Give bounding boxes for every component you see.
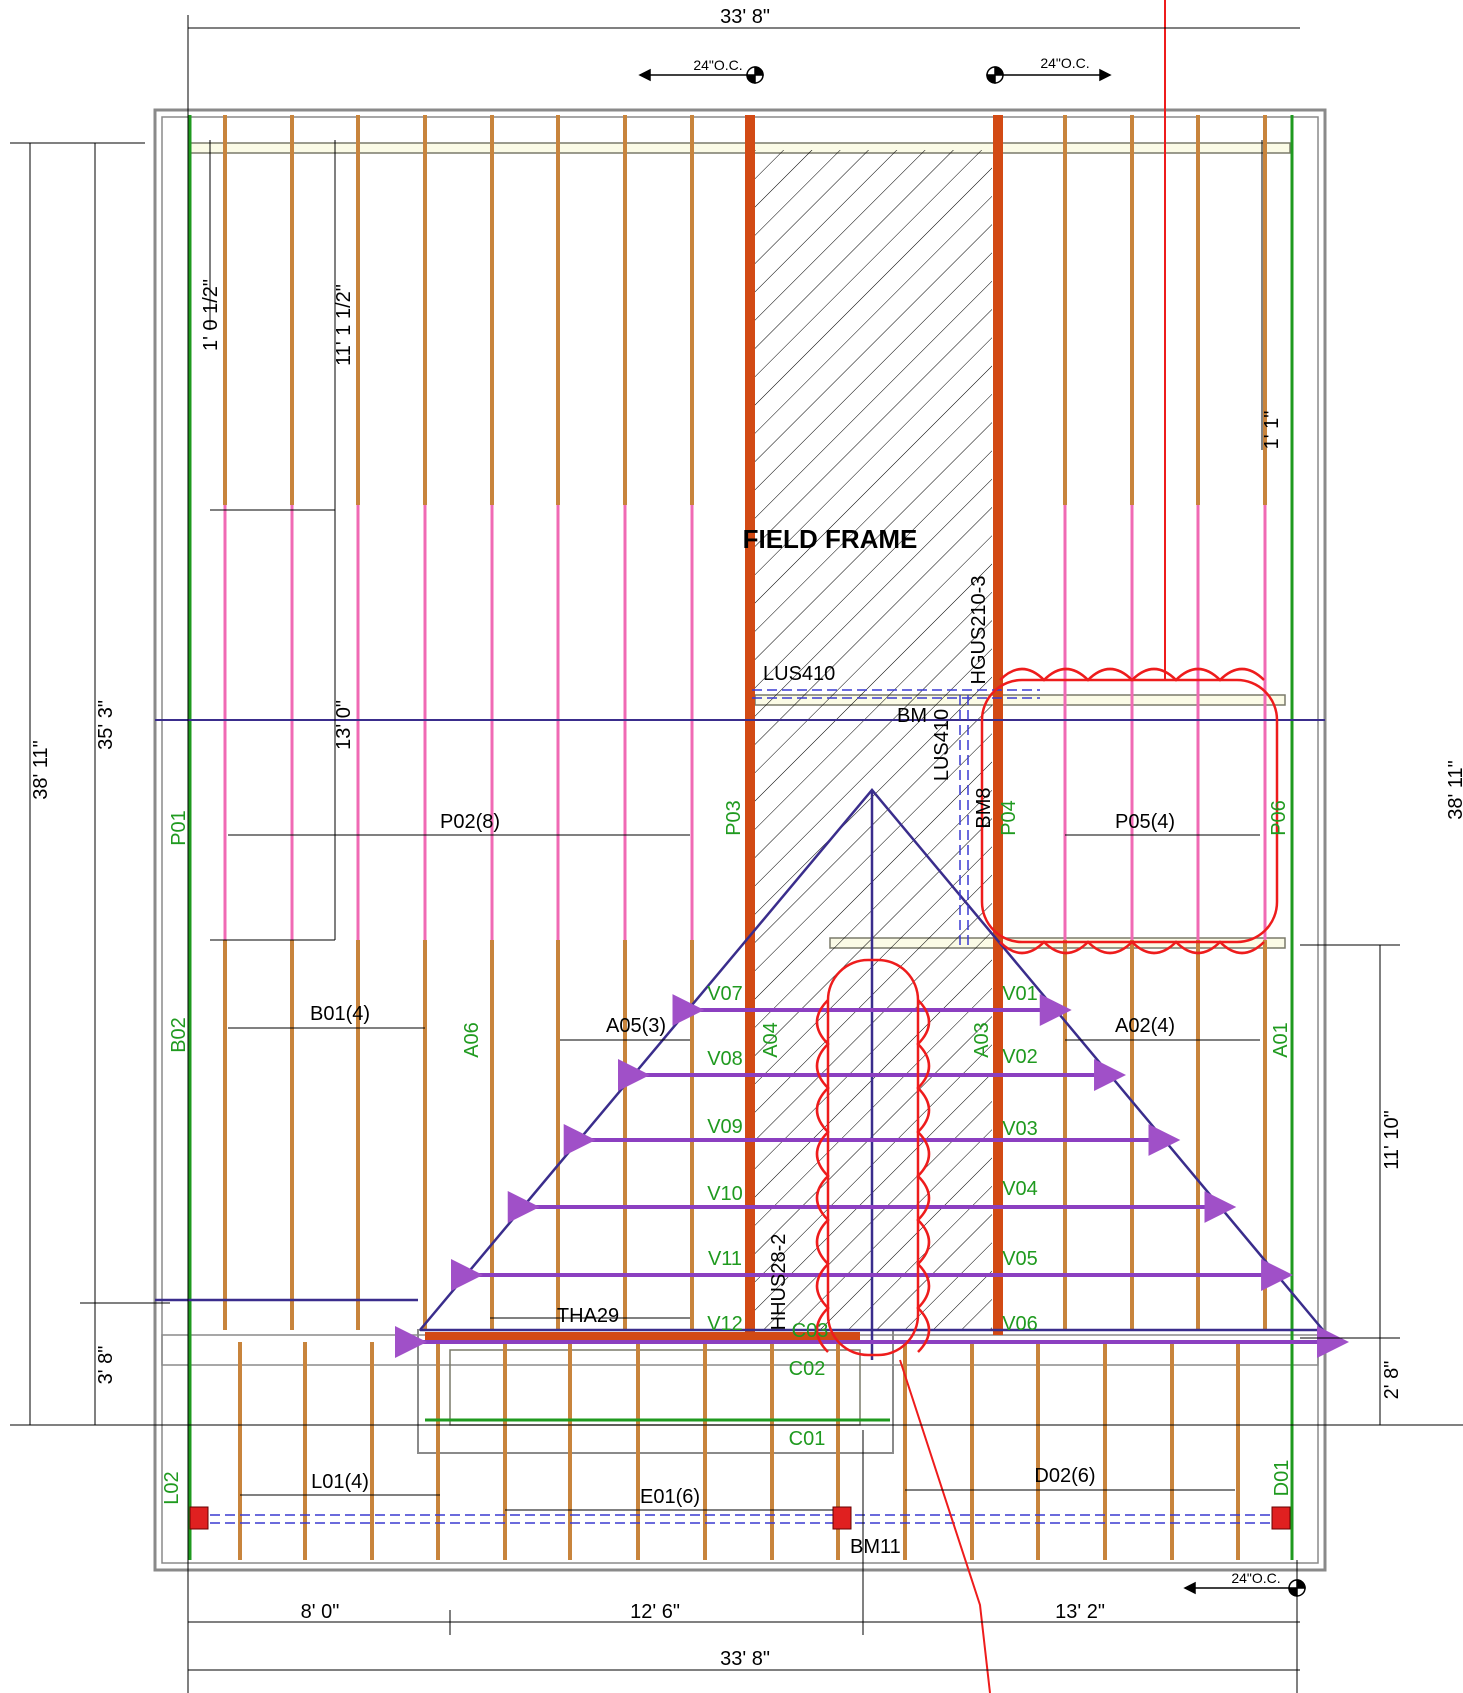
field-frame-label: FIELD FRAME: [743, 524, 918, 554]
spacing-top-right: 24"O.C.: [1040, 55, 1089, 71]
member-v10: V10: [707, 1183, 743, 1205]
member-v01: V01: [1002, 983, 1038, 1005]
group-d02: D02(6): [1034, 1465, 1095, 1487]
member-v02: V02: [1002, 1046, 1038, 1068]
member-v03: V03: [1002, 1118, 1038, 1140]
member-v08: V08: [707, 1048, 743, 1070]
member-v04: V04: [1002, 1178, 1038, 1200]
member-v06: V06: [1002, 1313, 1038, 1335]
left-bottom-dim: 3' 8": [95, 1346, 117, 1385]
group-a02: A02(4): [1115, 1015, 1175, 1037]
bottom-total-dim: 33' 8": [720, 1648, 770, 1670]
tha29-label: THA29: [557, 1305, 619, 1327]
top-total-dim: 33' 8": [720, 6, 770, 28]
member-p06: P06: [1268, 800, 1290, 836]
bm-label: BM: [897, 705, 927, 727]
member-c01: C01: [789, 1428, 826, 1450]
spacing-top-left: 24"O.C.: [693, 57, 742, 73]
dimension-lines: [10, 15, 1463, 1693]
spacing-bottom-right: 24"O.C.: [1231, 1570, 1280, 1586]
member-v05: V05: [1002, 1248, 1038, 1270]
lus410-label-b: LUS410: [931, 709, 953, 781]
right-bottom-dim: 2' 8": [1381, 1361, 1403, 1400]
hhus-label: HHUS28-2: [768, 1234, 790, 1331]
group-a05: A05(3): [606, 1015, 666, 1037]
member-l02: L02: [161, 1471, 183, 1504]
bm8-label: BM8: [973, 787, 995, 828]
group-b01: B01(4): [310, 1003, 370, 1025]
spacing-arrows: [638, 66, 1306, 1597]
member-a03: A03: [971, 1022, 993, 1058]
member-a06: A06: [461, 1022, 483, 1058]
inner-dim-2: 11' 1 1/2": [333, 284, 355, 366]
right-mid-dim: 11' 10": [1381, 1110, 1403, 1169]
lus410-label-a: LUS410: [763, 663, 835, 685]
exterior-walls: [153, 108, 1327, 1572]
left-outer-dim: 38' 11": [30, 740, 52, 799]
hanger-lines: [195, 689, 1285, 1524]
member-d01: D01: [1271, 1460, 1293, 1497]
group-l01: L01(4): [311, 1471, 369, 1493]
member-a01: A01: [1270, 1022, 1292, 1058]
bottom-mid-dim: 12' 6": [630, 1601, 680, 1623]
bottom-right-dim: 13' 2": [1055, 1601, 1105, 1623]
bm11-label: BM11: [850, 1536, 901, 1558]
group-e01: E01(6): [640, 1486, 700, 1508]
hgus-label: HGUS210-3: [968, 576, 990, 685]
member-v11: V11: [708, 1248, 742, 1270]
revision-clouds: [815, 0, 1279, 1693]
member-v12: V12: [707, 1313, 743, 1335]
right-outer-dim: 38' 11": [1445, 760, 1463, 819]
member-b02: B02: [168, 1017, 190, 1053]
member-p03: P03: [723, 800, 745, 836]
member-v09: V09: [707, 1116, 743, 1138]
inner-dim-4: 1' 1": [1261, 411, 1283, 450]
end-members: [188, 115, 1294, 1560]
group-p05: P05(4): [1115, 811, 1175, 833]
valley-members: [394, 994, 1350, 1358]
member-c03: C03: [792, 1320, 829, 1342]
member-c02: C02: [789, 1358, 826, 1380]
inner-dim-1: 1' 0 1/2": [200, 279, 222, 351]
member-p01: P01: [168, 810, 190, 846]
group-p02: P02(8): [440, 811, 500, 833]
inner-dim-3: 13' 0": [333, 700, 355, 750]
member-a04: A04: [760, 1022, 782, 1058]
group-leaders: [209, 140, 1263, 1511]
posts: [189, 1506, 1291, 1530]
left-inner-dim: 35' 3": [95, 700, 117, 750]
bottom-left-dim: 8' 0": [301, 1601, 340, 1623]
member-p04: P04: [998, 800, 1020, 836]
top-plates: [189, 142, 1291, 1426]
member-v07: V07: [707, 983, 743, 1005]
